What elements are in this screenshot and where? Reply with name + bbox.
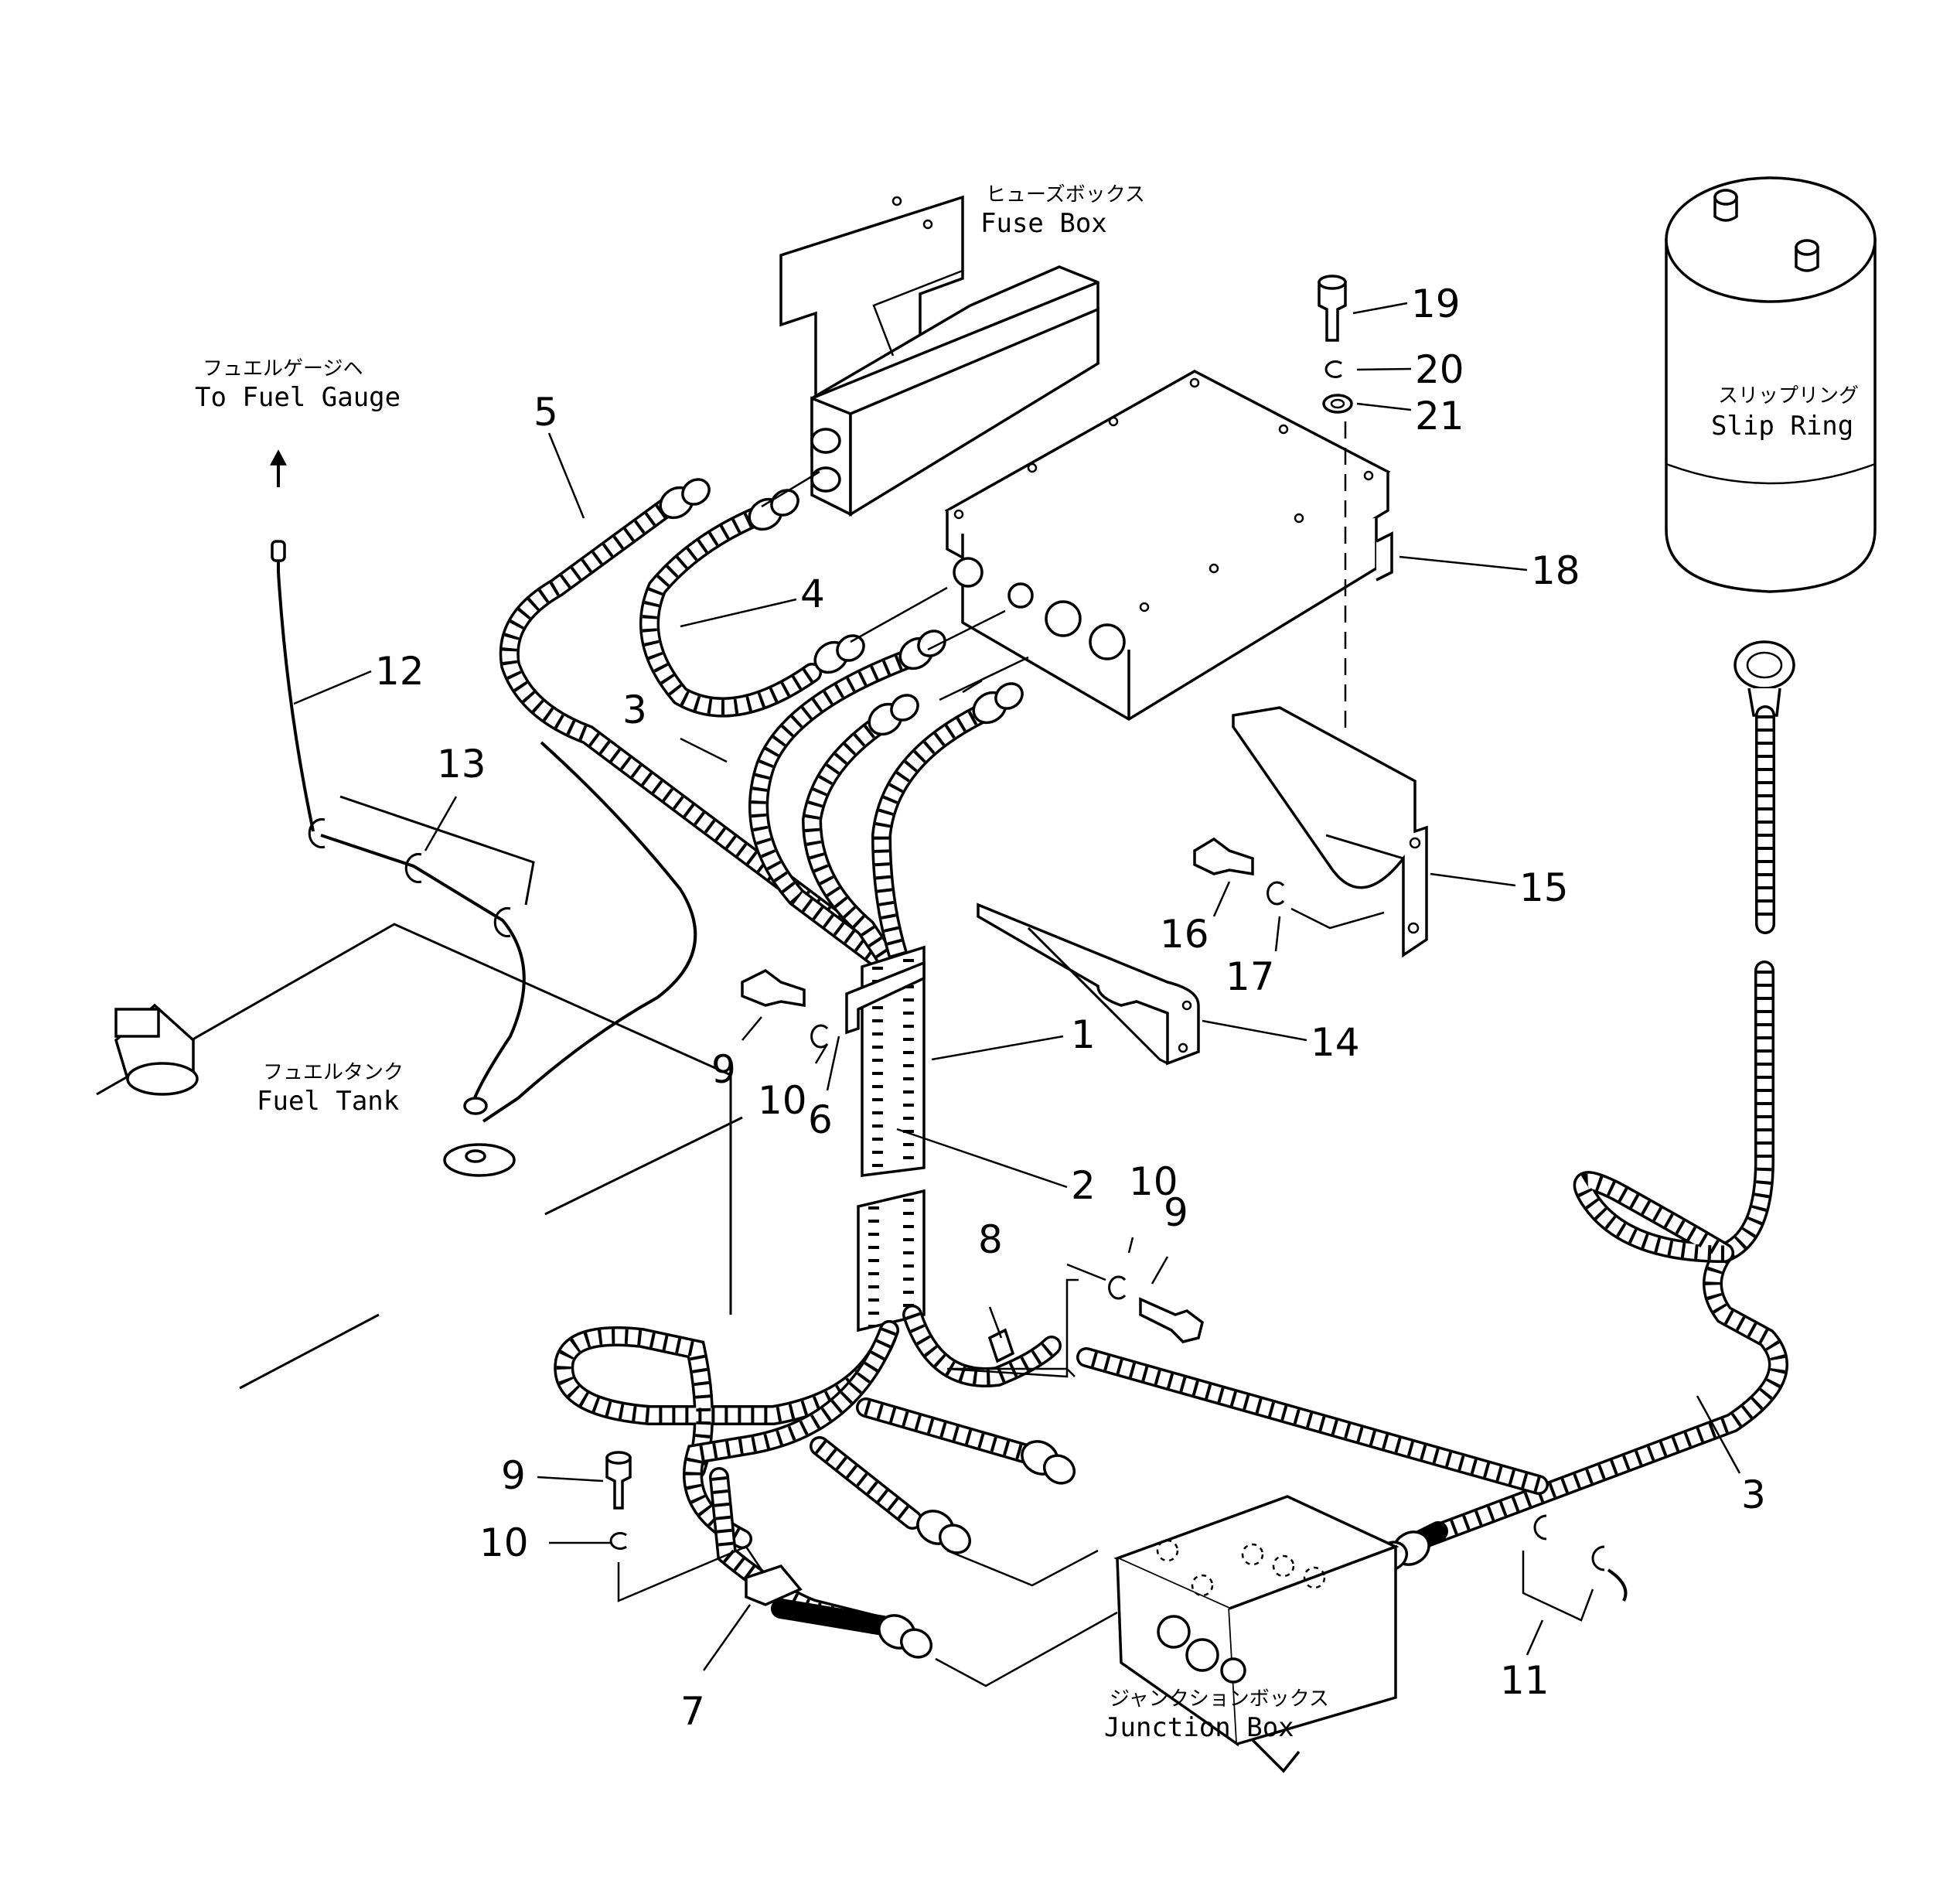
junction-box-label-jp: ジャンクションボックス (1110, 1687, 1329, 1711)
fuel-gauge-label-jp: フュエルゲージヘ (203, 357, 363, 380)
fuel-gauge-label-en: To Fuel Gauge (195, 382, 401, 413)
callout-9-upper: 9 (711, 1047, 736, 1092)
callout-10-right: 10 (1129, 1159, 1178, 1204)
callout-10-upper: 10 (758, 1078, 807, 1123)
callout-10-lower: 10 (479, 1520, 529, 1565)
fuel-tank-label-en: Fuel Tank (257, 1086, 399, 1117)
bracket-15 (1232, 706, 1428, 958)
callout-17: 17 (1226, 954, 1275, 999)
fuse-box (779, 195, 1099, 517)
callout-2: 2 (1071, 1163, 1096, 1208)
fasteners (605, 275, 1628, 1606)
slip-ring-label-en: Slip Ring (1711, 411, 1853, 442)
callout-13: 13 (437, 742, 486, 787)
junction-box-label-en: Junction Box (1104, 1712, 1294, 1743)
callout-3-upper: 3 (622, 688, 647, 732)
callout-18: 18 (1531, 548, 1580, 593)
callout-16: 16 (1160, 912, 1209, 957)
bracket-14 (977, 903, 1200, 1066)
slip-ring-label-jp: スリップリング (1718, 384, 1859, 408)
callout-6: 6 (808, 1097, 833, 1142)
callout-20: 20 (1415, 347, 1464, 392)
slip-ring (1665, 176, 1877, 593)
callout-4: 4 (800, 572, 825, 616)
callout-12: 12 (375, 649, 424, 694)
fuel-gauge-wire (270, 449, 697, 1123)
callout-14: 14 (1311, 1020, 1360, 1065)
callout-11: 11 (1500, 1658, 1549, 1703)
callout-8: 8 (978, 1217, 1003, 1262)
fuel-tank (96, 923, 743, 1390)
callout-3-right: 3 (1741, 1472, 1766, 1517)
callout-9-lower: 9 (501, 1453, 526, 1498)
fuse-box-label-jp: ヒューズボックス (986, 183, 1145, 206)
leader-lines (617, 269, 1594, 1687)
main-harness (499, 493, 1062, 1638)
callout-9-right: 9 (1164, 1190, 1188, 1235)
slip-ring-harness (1076, 640, 1795, 1571)
callout-5: 5 (534, 390, 558, 435)
callout-leaders (293, 302, 1741, 1671)
callout-19: 19 (1411, 282, 1461, 326)
callout-15: 15 (1519, 865, 1569, 910)
control-box (944, 370, 1393, 722)
junction-box (1113, 1495, 1399, 1773)
callout-7: 7 (680, 1689, 705, 1734)
callout-1: 1 (1071, 1012, 1096, 1057)
fuel-tank-label-jp: フュエルタンク (263, 1061, 404, 1084)
callouts: 1 2 3 3 4 5 6 7 8 9 9 9 10 10 10 11 12 1… (375, 282, 1766, 1734)
harness-connectors (659, 478, 1076, 1659)
callout-21: 21 (1415, 394, 1464, 438)
fuse-box-label-en: Fuse Box (980, 208, 1107, 239)
